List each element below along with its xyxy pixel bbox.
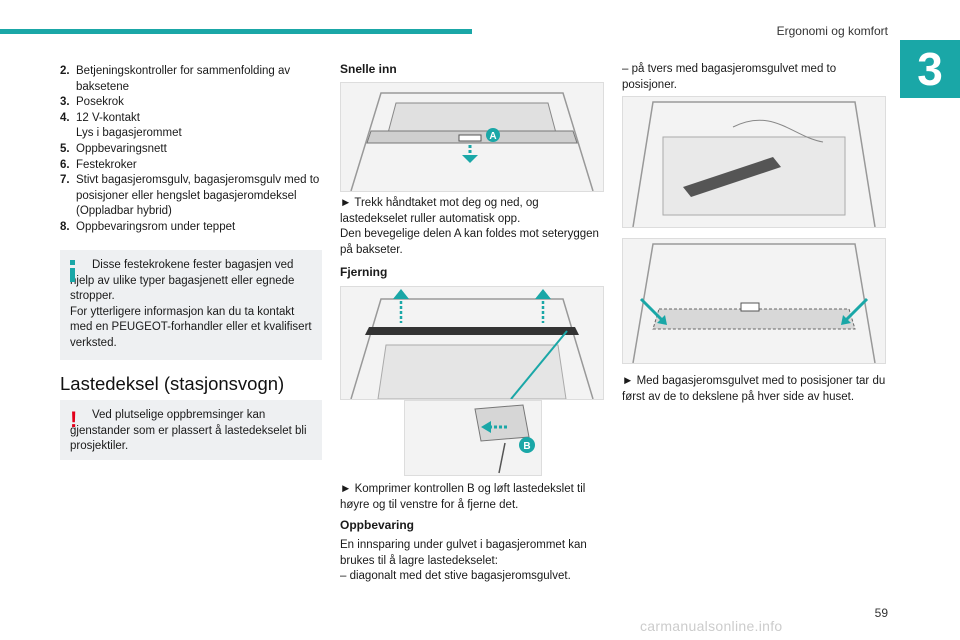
list-item: 6. Festekroker [60, 158, 322, 174]
list-item-number: 8. [60, 220, 70, 233]
para-retract: ► Trekk håndtaket mot deg og ned, og las… [340, 197, 599, 256]
figure-control-b: B [404, 400, 542, 476]
top-accent-bar [0, 29, 472, 34]
info-note: Disse festekrokene fester bagasjen ved h… [60, 250, 322, 360]
list-item-text: Oppbevaringsrom under teppet [76, 220, 236, 233]
list-item-text: Festekroker [76, 158, 137, 171]
component-list: 2. Betjeningskontroller for sammenfolding… [60, 64, 322, 236]
watermark: carmanualsonline.info [640, 618, 783, 634]
list-item-number: 4. [60, 111, 70, 124]
list-item: 3. Posekrok [60, 95, 322, 111]
list-item-text: 12 V-kontakt Lys i bagasjerommet [76, 111, 182, 140]
section-header: Ergonomi og komfort [776, 24, 888, 38]
figure-crosswise-storage [622, 238, 886, 364]
list-item-text: Oppbevaringsnett [76, 142, 167, 155]
list-item: 7. Stivt bagasjeromsgulv, bagasjeromsgulv… [60, 173, 322, 220]
para-two-position-floor: ► Med bagasjeromsgulvet med to posisjone… [622, 375, 886, 403]
list-item-number: 2. [60, 65, 70, 77]
info-icon [68, 260, 76, 282]
info-note-text: Disse festekrokene fester bagasjen ved h… [70, 259, 312, 349]
list-item-text: Posekrok [76, 96, 124, 109]
figure-label-a: A [489, 131, 496, 142]
list-item: 2. Betjeningskontroller for sammenfolding… [60, 64, 322, 95]
list-item-text: Betjeningskontroller for sammenfolding a… [76, 65, 291, 93]
list-item-number: 7. [60, 174, 70, 187]
list-item: 4. 12 V-kontakt Lys i bagasjerommet [60, 111, 322, 142]
heading-snelle-inn: Snelle inn [340, 62, 397, 76]
figure-cover-retract: A [340, 82, 604, 192]
figure-cover-removal [340, 286, 604, 400]
warning-note-text: Ved plutselige oppbremsinger kan gjensta… [70, 409, 307, 453]
section-title: Lastedeksel (stasjonsvogn) [60, 373, 285, 394]
page-number: 59 [874, 606, 888, 620]
para-storage: En innsparing under gulvet i bagasjeromm… [340, 539, 587, 583]
figure-label-b: B [523, 441, 530, 452]
warning-icon: ! [70, 407, 78, 432]
list-item-number: 6. [60, 158, 70, 171]
figure-diagonal-storage [622, 96, 886, 228]
heading-fjerning: Fjerning [340, 265, 388, 279]
list-item: 8. Oppbevaringsrom under teppet [60, 220, 322, 236]
list-item-number: 3. [60, 96, 70, 109]
heading-oppbevaring: Oppbevaring [340, 518, 415, 532]
list-item-text: Stivt bagasjeromsgulv, bagasjeromsgulv m… [76, 174, 320, 218]
warning-note: ! Ved plutselige oppbremsinger kan gjens… [60, 400, 322, 460]
para-removal: ► Komprimer kontrollen B og løft lastede… [340, 483, 586, 511]
list-item: 5. Oppbevaringsnett [60, 142, 322, 158]
list-item-number: 5. [60, 142, 70, 155]
chapter-badge: 3 [900, 40, 960, 98]
para-crosswise: – på tvers med bagasjeromsgulvet med to … [622, 63, 837, 91]
